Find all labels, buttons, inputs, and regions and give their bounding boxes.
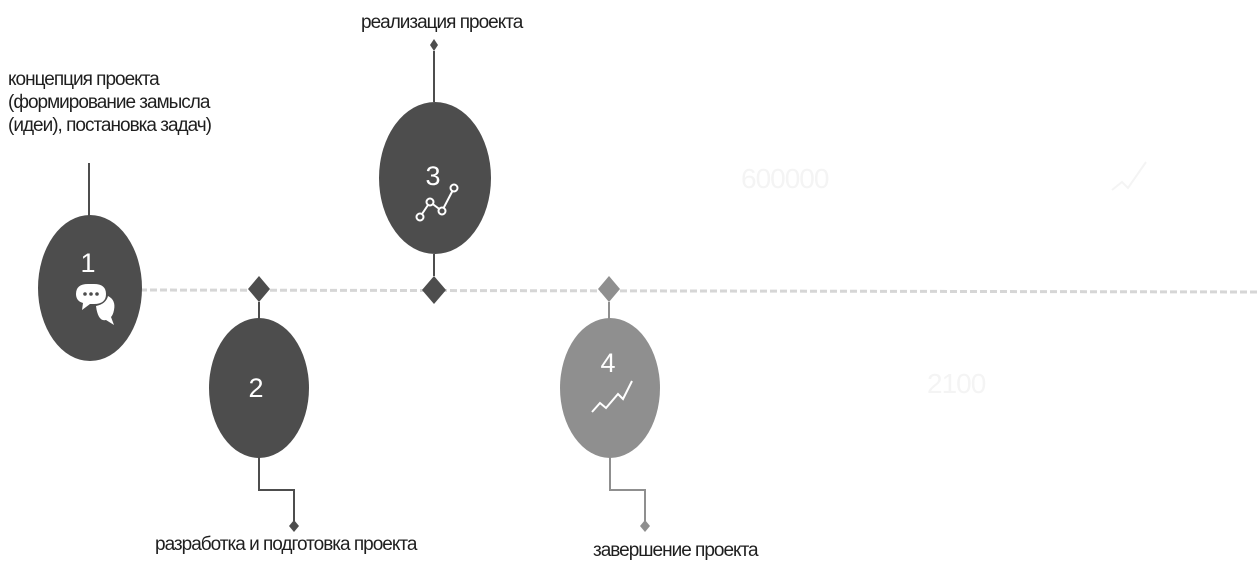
stage-3-number: 3 (425, 161, 440, 191)
stage-4-circle (560, 318, 660, 458)
stage-3-end-marker (430, 39, 438, 51)
stage-3-marker (422, 276, 446, 304)
chat-bubbles-icon (76, 284, 115, 325)
stage-2-connector-bottom (258, 457, 295, 521)
stage-4-label: завершение проекта (593, 540, 759, 561)
stage-1-label-line-2: (формирование замысла (8, 92, 210, 113)
stage-2-number: 2 (248, 373, 263, 403)
stage-4-connector-bottom (609, 457, 646, 521)
timeline-axis (139, 288, 1257, 294)
stage-1-label-line-3: (идеи), постановка задач) (8, 115, 212, 136)
trend-line-icon (591, 380, 633, 413)
stage-4-number: 4 (600, 348, 615, 378)
stage-1-label-line-1: концепция проекта (8, 69, 160, 90)
stage-2-label: разработка и подготовка проекта (155, 534, 417, 555)
network-nodes-icon (415, 183, 459, 222)
faint-value-top: 600000 (741, 163, 829, 194)
stage-2-marker (248, 276, 270, 302)
faint-value-bottom: 2100 (927, 368, 986, 399)
faint-trend-icon (1111, 161, 1147, 191)
stage-2-end-marker (289, 520, 299, 532)
stage-1-number: 1 (80, 248, 95, 278)
stage-3-label: реализация проекта (361, 12, 523, 33)
stage-2-circle (209, 318, 309, 458)
stage-4-end-marker (640, 520, 650, 532)
stage-3-circle (379, 102, 491, 254)
stage-4-marker (598, 276, 620, 302)
stage-1-label: концепция проекта (формирование замысла … (8, 68, 212, 137)
